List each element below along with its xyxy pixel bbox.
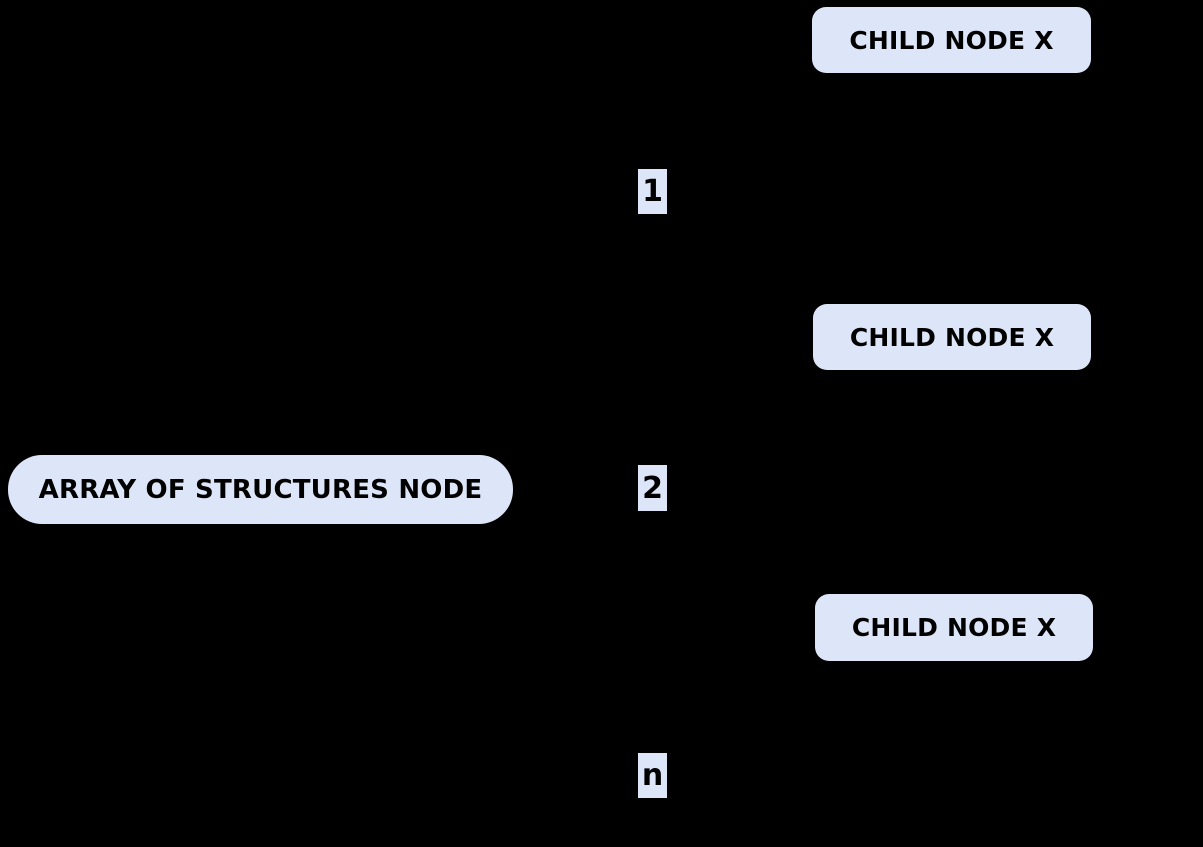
- child-node-1[interactable]: CHILD NODE X: [812, 7, 1091, 73]
- parent-node-label: ARRAY OF STRUCTURES NODE: [38, 474, 483, 505]
- child-node-2[interactable]: CHILD NODE X: [813, 304, 1091, 370]
- parent-node-array-of-structures[interactable]: ARRAY OF STRUCTURES NODE: [8, 455, 513, 524]
- child-node-3[interactable]: CHILD NODE X: [815, 594, 1093, 661]
- child-node-1-label: CHILD NODE X: [849, 25, 1054, 55]
- child-node-2-label: CHILD NODE X: [849, 322, 1055, 352]
- child-node-3-label: CHILD NODE X: [851, 613, 1057, 642]
- edge-label-n-text: n: [641, 758, 664, 793]
- edge-label-1: 1: [638, 169, 667, 214]
- edge-label-2: 2: [638, 465, 667, 511]
- edge-label-2-text: 2: [642, 470, 663, 506]
- edge-parent-to-child-3: [513, 487, 817, 779]
- edge-label-n: n: [638, 753, 667, 798]
- edge-label-1-text: 1: [642, 174, 663, 209]
- edge-parent-to-child-1: [513, 38, 814, 491]
